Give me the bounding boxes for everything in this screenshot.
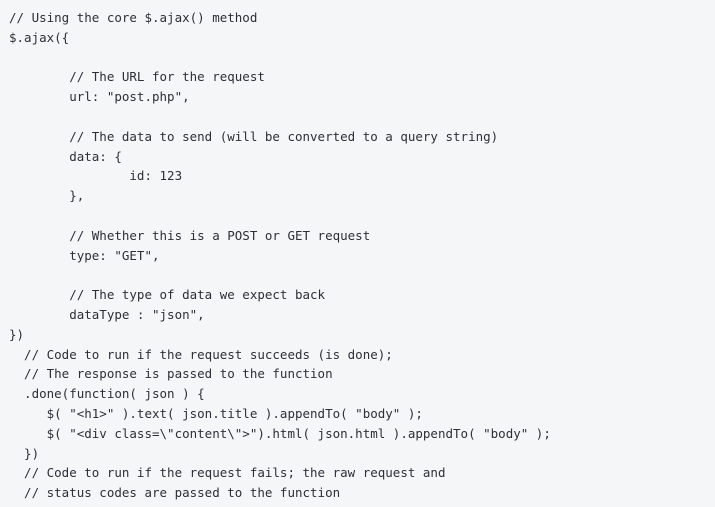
code-line: }, bbox=[9, 188, 85, 204]
code-line: $( "<div class=\"content\">").html( json… bbox=[9, 425, 551, 441]
code-line: // Using the core $.ajax() method bbox=[9, 10, 258, 25]
code-line: dataType : "json", bbox=[9, 306, 205, 322]
code-line: url: "post.php", bbox=[9, 89, 190, 105]
code-line: id: 123 bbox=[9, 168, 183, 184]
code-line bbox=[0, 206, 715, 226]
code-line: // The type of data we expect back bbox=[9, 287, 326, 303]
code-line bbox=[0, 107, 715, 127]
code-line: }) bbox=[9, 326, 25, 342]
code-line: $( "<h1>" ).text( json.title ).appendTo(… bbox=[9, 405, 423, 421]
code-line: // Code to run if the request succeeds (… bbox=[9, 346, 393, 362]
code-line: data: { bbox=[9, 148, 122, 164]
code-line: // The data to send (will be converted t… bbox=[9, 128, 499, 144]
code-block: // Using the core $.ajax() method $.ajax(… bbox=[0, 8, 715, 503]
code-line: // The URL for the request bbox=[9, 69, 265, 85]
code-line: .done(function( json ) { bbox=[9, 386, 205, 402]
code-line: // Code to run if the request fails; the… bbox=[9, 465, 446, 481]
code-line: $.ajax({ bbox=[9, 29, 70, 45]
code-line: type: "GET", bbox=[9, 247, 160, 263]
code-line: // The response is passed to the functio… bbox=[9, 366, 333, 382]
code-line bbox=[0, 48, 715, 68]
code-line: // status codes are passed to the functi… bbox=[9, 485, 341, 501]
code-line bbox=[0, 265, 715, 285]
code-line: }) bbox=[9, 445, 40, 461]
code-line: // Whether this is a POST or GET request bbox=[9, 227, 371, 243]
